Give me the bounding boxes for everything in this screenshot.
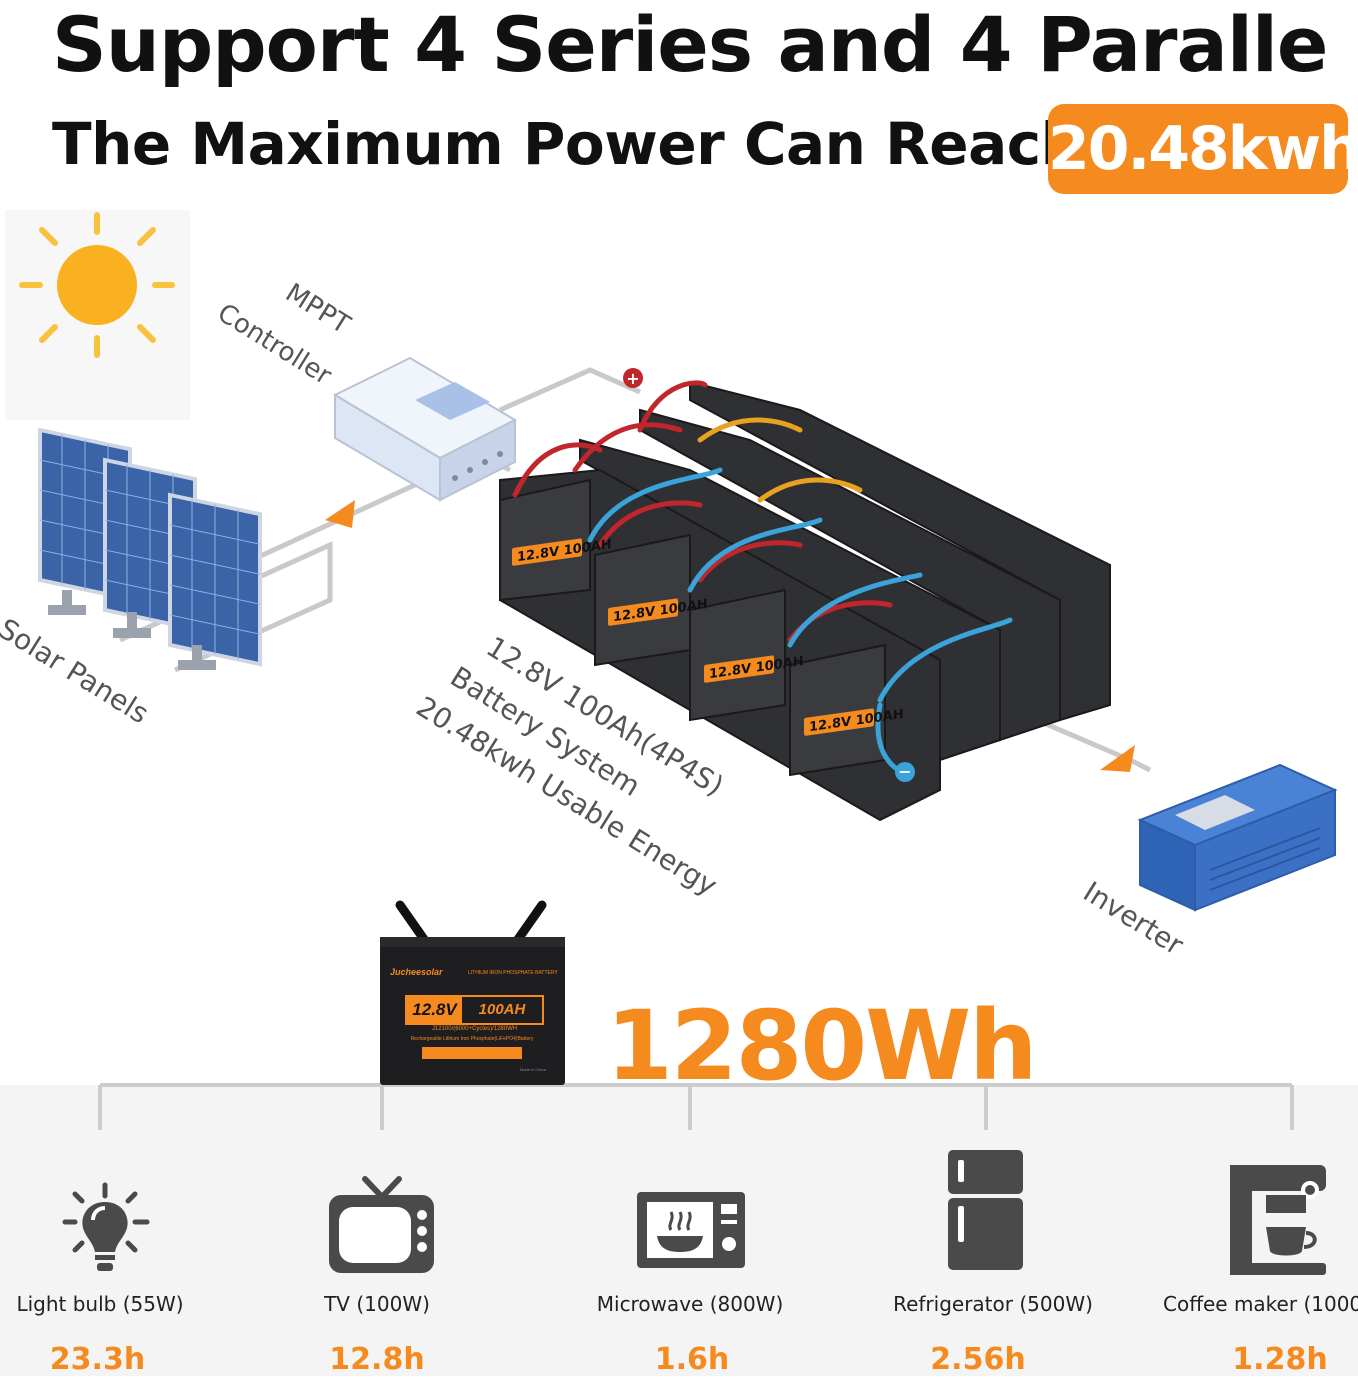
svg-text:−: −: [898, 762, 911, 781]
max-power-badge: 20.48kwh: [1048, 104, 1358, 194]
battery-bank-icon: + − 12.8V 100AH 12.8V 100AH 12.8V 100AH …: [499, 368, 1111, 822]
inverter-icon: [1137, 763, 1338, 912]
product-capacity: 100AH: [462, 997, 542, 1023]
appliance-label-tv: TV (100W): [324, 1292, 430, 1316]
microwave-icon: [637, 1192, 747, 1272]
arrow-to-inverter: [1100, 745, 1135, 772]
sun-icon: [5, 210, 190, 420]
product-voltage-box: 12.8V 100AH: [405, 995, 544, 1025]
certification-strip: [422, 1047, 522, 1059]
mppt-controller-icon: [332, 356, 518, 502]
arrow-to-controller: [325, 500, 355, 528]
bracket-lines: [98, 1083, 1294, 1130]
solar-panels-icon: [38, 427, 262, 670]
positive-terminal-icon: [623, 368, 643, 388]
product-brand: Jucheesolar: [390, 967, 443, 977]
appliance-hours-light-bulb: 23.3h: [49, 1342, 146, 1377]
refrigerator-icon: [948, 1150, 1023, 1270]
appliance-hours-microwave: 1.6h: [654, 1342, 730, 1377]
coffee-maker-icon: [1230, 1165, 1330, 1275]
main-title: Support 4 Series and 4 Paralle: [52, 0, 1328, 89]
appliance-label-microwave: Microwave (800W): [596, 1292, 784, 1316]
energy-value: 1280Wh: [606, 990, 1037, 1102]
product-origin: Made in China: [520, 1067, 546, 1072]
tv-icon: [327, 1175, 437, 1280]
appliance-label-refrigerator: Refrigerator (500W): [893, 1292, 1093, 1316]
negative-terminal-icon: [895, 762, 915, 782]
product-model: J12100/(6000+Cycles)/1280WH: [431, 1026, 518, 1032]
svg-text:+: +: [626, 369, 639, 388]
appliance-label-coffee-maker: Coffee maker (1000: [1163, 1292, 1358, 1316]
light-bulb-icon: [55, 1180, 155, 1280]
appliance-hours-tv: 12.8h: [329, 1342, 425, 1377]
product-description: Rechargeable Lithium Iron Phosphate(LiFe…: [410, 1036, 534, 1042]
system-diagram: + − 12.8V 100AH 12.8V 100AH 12.8V 100AH …: [5, 210, 1338, 912]
appliance-hours-coffee-maker: 1.28h: [1232, 1342, 1328, 1377]
appliance-label-light-bulb: Light bulb (55W): [16, 1292, 184, 1316]
appliance-hours-refrigerator: 2.56h: [930, 1342, 1026, 1377]
product-type: LITHIUM IRON PHOSPHATE BATTERY: [468, 970, 558, 976]
subtitle: The Maximum Power Can Reach: [52, 110, 1082, 178]
product-battery: Jucheesolar LITHIUM IRON PHOSPHATE BATTE…: [380, 895, 565, 1085]
product-voltage: 12.8V: [407, 997, 462, 1023]
